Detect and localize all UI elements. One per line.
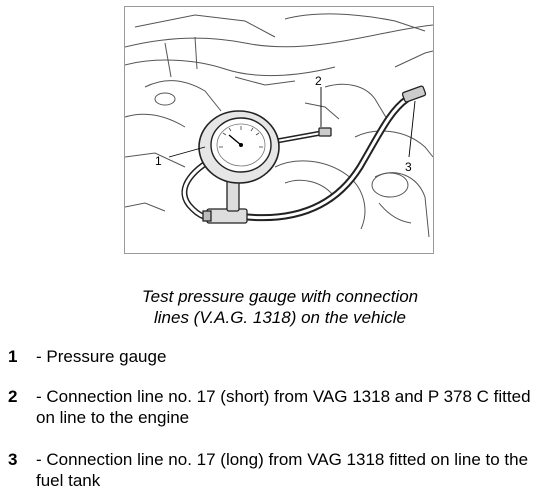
caption-line-1: Test pressure gauge with connection [141,287,419,306]
legend-number: 2 [8,387,18,406]
legend-text: - Pressure gauge [36,347,167,366]
legend-text: - Connection line no. 17 (short) from VA… [36,387,531,427]
gauge-line-drawing: 1 2 3 [125,13,433,238]
callout-1: 1 [155,154,162,168]
legend-text: - Connection line no. 17 (long) from VAG… [36,450,529,490]
legend-number: 3 [8,450,18,469]
t-connector [202,172,248,224]
legend-number: 1 [8,347,18,366]
hose-end-fitting [318,85,427,137]
figure-caption: Test pressure gauge with connection line… [60,286,500,328]
pressure-gauge-drawing [198,110,280,184]
vehicle-underbody-sketch [125,13,433,238]
callout-2: 2 [315,74,322,88]
legend-item-3: 3 - Connection line no. 17 (long) from V… [8,449,553,491]
caption-line-2: lines (V.A.G. 1318) on the vehicle [154,308,406,327]
legend-item-2: 2 - Connection line no. 17 (short) from … [8,386,553,428]
callout-leaders [168,87,416,158]
callout-3: 3 [405,160,412,174]
legend-item-1: 1 - Pressure gauge [8,346,553,367]
figure-illustration: 1 2 3 [124,6,434,254]
